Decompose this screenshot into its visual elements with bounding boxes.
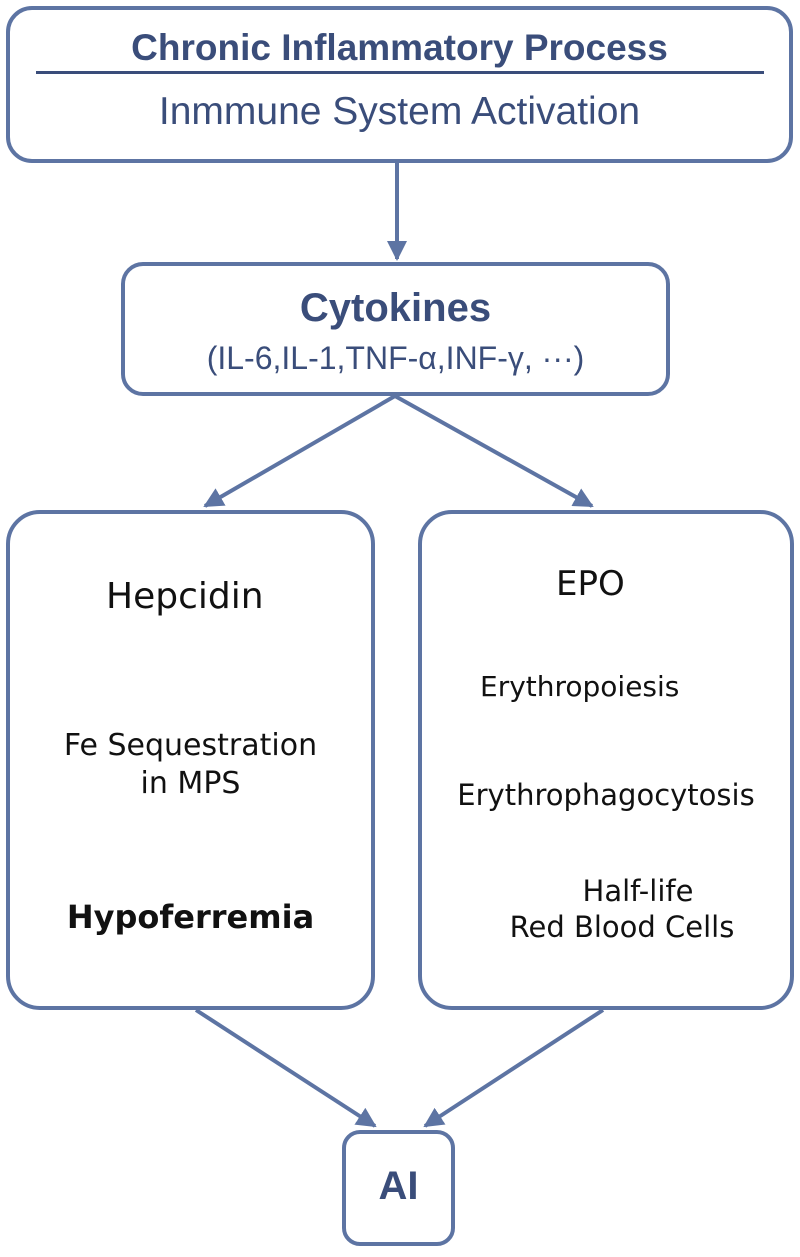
halflife-line2: Red Blood Cells [509, 910, 735, 944]
erythropoiesis-pathway-box: EPO Erythropoiesis Erythrophagocytosis H… [418, 510, 794, 1010]
arrow-left-to-ai [194, 1008, 377, 1128]
iron-pathway-box: Hepcidin Fe Sequestration in MPS Hypofer… [6, 510, 375, 1010]
cytokines-list: (IL-6,IL-1,TNF-α,INF-γ, ···) [206, 340, 585, 376]
ai-label: AI [378, 1164, 419, 1208]
anemia-of-inflammation-box: AI [342, 1130, 455, 1246]
cytokines-title: Cytokines [299, 286, 492, 330]
epo-label: EPO [556, 564, 625, 604]
fe-sequestration-line2: in MPS [140, 766, 241, 801]
top-box-title: Chronic Inflammatory Process [131, 27, 668, 68]
cytokines-box: Cytokines (IL-6,IL-1,TNF-α,INF-γ, ···) [121, 262, 670, 396]
arrow-right-to-ai [423, 1008, 605, 1128]
arrow-cytokines-to-left [203, 394, 397, 508]
title-underline [36, 71, 764, 74]
fe-sequestration-line1: Fe Sequestration [63, 728, 318, 763]
erythrophagocytosis-label: Erythrophagocytosis [457, 778, 755, 812]
halflife-line1: Half-life [582, 874, 694, 908]
chronic-inflammatory-process-box: Chronic Inflammatory Process Inmmune Sys… [6, 6, 793, 163]
erythropoiesis-label: Erythropoiesis [480, 670, 680, 703]
top-box-subtitle: Inmmune System Activation [158, 90, 641, 133]
arrow-cytokines-to-right [394, 394, 594, 508]
hypoferremia-label: Hypoferremia [66, 898, 315, 936]
hepcidin-label: Hepcidin [106, 576, 264, 617]
